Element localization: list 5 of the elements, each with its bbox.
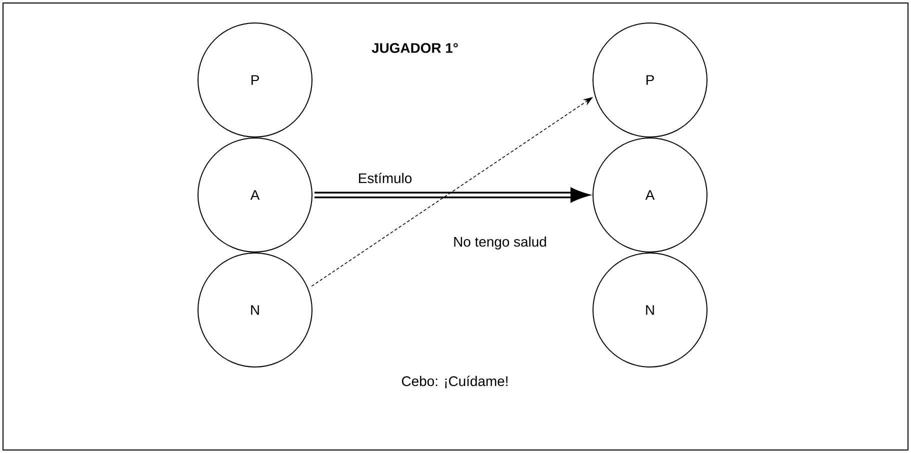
text-label: Cebo: ¡Cuídame! — [402, 376, 508, 388]
text-label: No tengo salud — [454, 236, 546, 250]
title: JUGADOR 1° — [372, 43, 458, 53]
edge-label: Estímulo — [359, 172, 412, 184]
arrow — [314, 188, 590, 202]
